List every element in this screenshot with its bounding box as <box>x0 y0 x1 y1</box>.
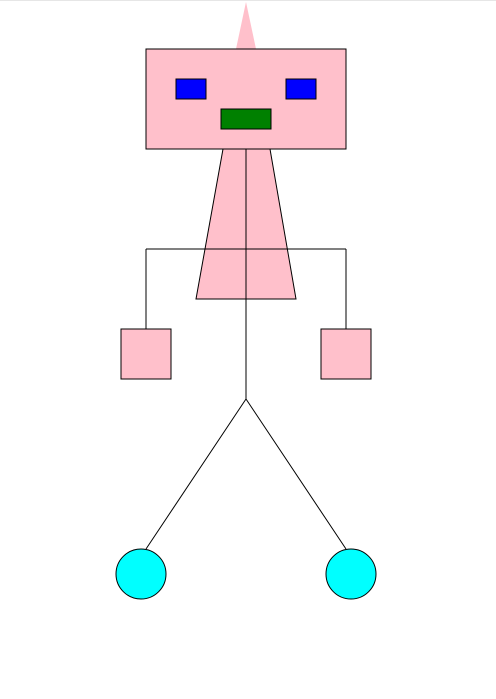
left-eye-icon <box>175 78 207 100</box>
left-leg-line <box>145 398 247 550</box>
right-hand-square-icon <box>320 328 372 380</box>
hat-spike-icon <box>236 2 256 49</box>
mouth-icon <box>220 108 272 130</box>
right-eye-icon <box>285 78 317 100</box>
left-hand-square-icon <box>120 328 172 380</box>
top-border-strip <box>0 0 496 1</box>
right-leg-line <box>245 398 347 550</box>
right-foot-circle-icon <box>325 548 377 600</box>
left-foot-circle-icon <box>115 548 167 600</box>
